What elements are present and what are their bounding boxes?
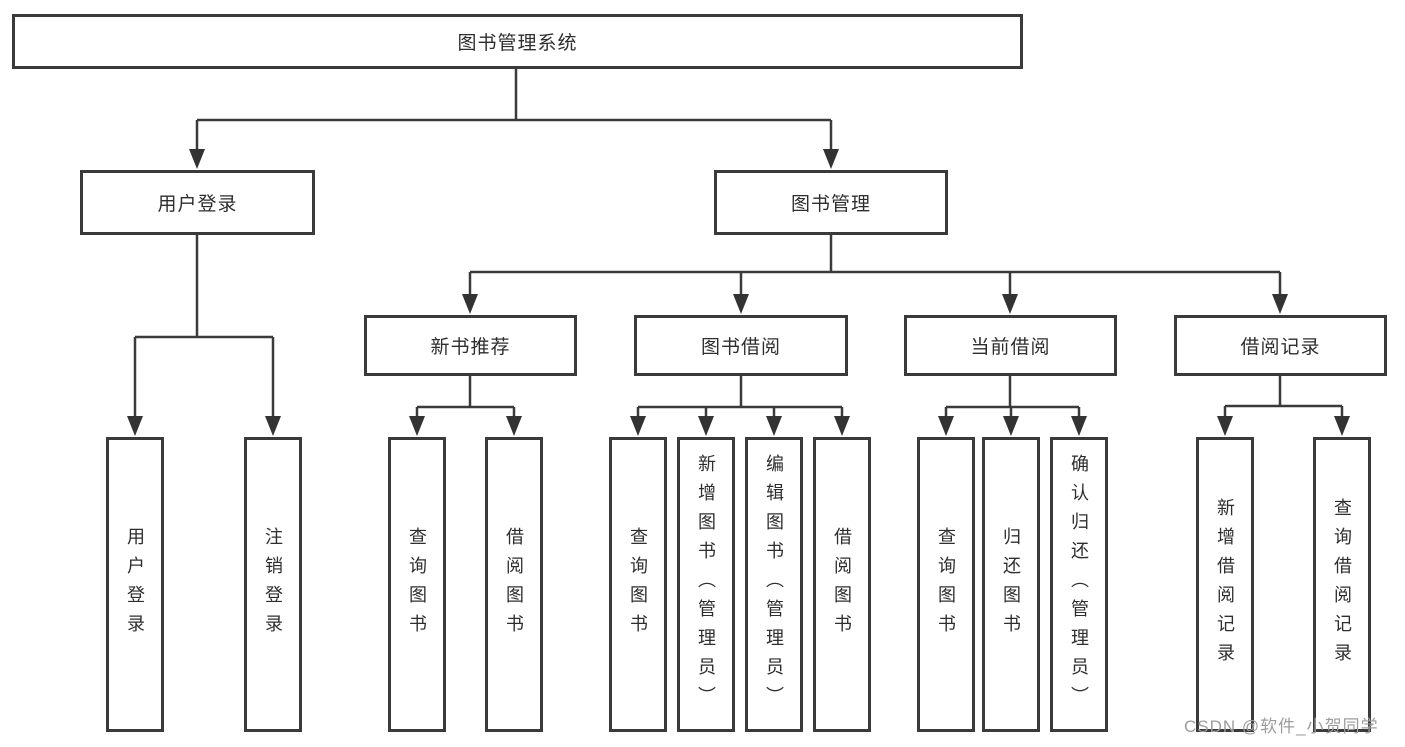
leaf-borrow-book-label: 借阅图书: [832, 526, 852, 643]
leaf-borrow-book: 借阅图书: [813, 437, 871, 732]
leaf-return-book: 归还图书: [982, 437, 1040, 732]
node-new-book-recommend-label: 新书推荐: [430, 337, 511, 358]
leaf-add-book-admin-label: 新增图书（管理员）: [696, 454, 716, 715]
leaf-add-borrow-record: 新增借阅记录: [1196, 437, 1254, 732]
leaf-return-book-label: 归还图书: [1001, 526, 1021, 643]
connector-current-borrow-to-leaves: [938, 376, 1087, 436]
node-book-management: 图书管理: [714, 170, 948, 235]
node-library-system: 图书管理系统: [12, 14, 1023, 69]
node-user-login: 用户登录: [80, 170, 315, 235]
node-book-borrow-label: 图书借阅: [700, 337, 781, 358]
leaf-user-login-label: 用户登录: [125, 526, 145, 643]
leaf-logout-label: 注销登录: [263, 526, 283, 643]
leaf-current-query-book-label: 查询图书: [936, 526, 956, 643]
node-new-book-recommend: 新书推荐: [364, 315, 577, 376]
node-current-borrow: 当前借阅: [904, 315, 1117, 376]
leaf-add-borrow-record-label: 新增借阅记录: [1215, 497, 1235, 672]
connector-book-management-to-level3: [462, 235, 1288, 314]
node-book-borrow: 图书借阅: [634, 315, 848, 376]
leaf-user-login: 用户登录: [106, 437, 164, 732]
connector-root-to-level2: [189, 69, 839, 169]
csdn-watermark: CSDN @软件_小贺同学: [1184, 717, 1379, 736]
node-borrow-records-label: 借阅记录: [1240, 337, 1321, 358]
node-library-system-label: 图书管理系统: [457, 33, 578, 54]
leaf-edit-book-admin-label: 编辑图书（管理员）: [764, 454, 784, 715]
node-book-management-label: 图书管理: [790, 194, 871, 215]
leaf-edit-book-admin: 编辑图书（管理员）: [745, 437, 803, 732]
leaf-query-borrow-record: 查询借阅记录: [1313, 437, 1371, 732]
connector-user-login-to-leaves: [127, 235, 281, 436]
node-current-borrow-label: 当前借阅: [970, 337, 1051, 358]
leaf-confirm-return-admin: 确认归还（管理员）: [1050, 437, 1108, 732]
node-user-login-label: 用户登录: [157, 194, 238, 215]
leaf-query-borrow-record-label: 查询借阅记录: [1332, 497, 1352, 672]
leaf-newbook-query-book: 查询图书: [388, 437, 446, 732]
leaf-newbook-borrow-book: 借阅图书: [485, 437, 543, 732]
leaf-logout: 注销登录: [244, 437, 302, 732]
connector-book-borrow-to-leaves: [630, 376, 850, 436]
leaf-confirm-return-admin-label: 确认归还（管理员）: [1069, 454, 1089, 715]
leaf-current-query-book: 查询图书: [917, 437, 975, 732]
node-borrow-records: 借阅记录: [1174, 315, 1387, 376]
leaf-borrow-query-book: 查询图书: [609, 437, 667, 732]
leaf-add-book-admin: 新增图书（管理员）: [677, 437, 735, 732]
leaf-newbook-query-book-label: 查询图书: [407, 526, 427, 643]
connector-new-book-to-leaves: [409, 376, 522, 436]
leaf-borrow-query-book-label: 查询图书: [628, 526, 648, 643]
leaf-newbook-borrow-book-label: 借阅图书: [504, 526, 524, 643]
connector-borrow-records-to-leaves: [1217, 376, 1350, 436]
